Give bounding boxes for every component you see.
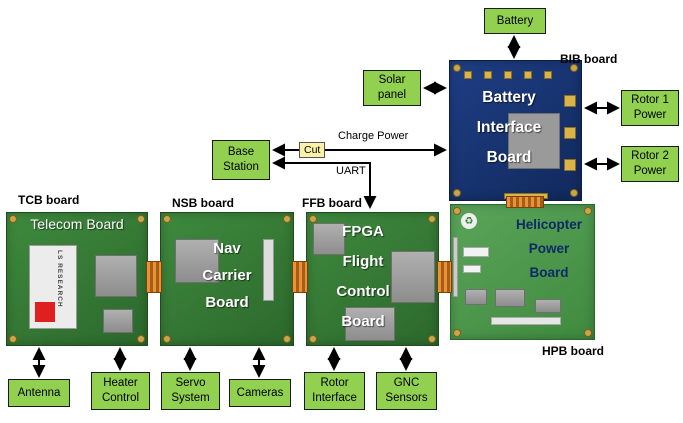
mounting-hole: [453, 329, 461, 337]
tcb-radio-module-label: LS RESEARCH: [56, 250, 63, 308]
mounting-hole: [453, 207, 461, 215]
hpb-board-title: Helicopter Power Board: [515, 217, 583, 280]
mounting-hole: [309, 215, 317, 223]
mounting-hole: [137, 335, 145, 343]
flex-cable-tcb-nsb: [146, 261, 162, 293]
gold-pad: [564, 127, 576, 139]
mounting-hole: [163, 335, 171, 343]
bib-board: Battery Interface Board: [449, 60, 582, 201]
cameras-box: Cameras: [229, 379, 291, 407]
rotor1-power-box: Rotor 1 Power: [621, 90, 679, 126]
tcb-board-label: TCB board: [18, 193, 80, 207]
gold-pad: [524, 71, 532, 79]
tcb-board-title: Telecom Board: [30, 216, 124, 232]
mounting-hole: [428, 335, 436, 343]
gold-pad: [564, 159, 576, 171]
gnc-sensors-box: GNC Sensors: [376, 372, 437, 410]
mounting-hole: [283, 335, 291, 343]
tcb-chip-large: [95, 255, 137, 297]
ffb-chip-2: [391, 251, 435, 303]
hpb-chip-2: [495, 289, 525, 307]
mounting-hole: [9, 335, 17, 343]
mounting-hole: [570, 64, 578, 72]
tcb-red-square: [35, 302, 55, 322]
mounting-hole: [283, 215, 291, 223]
cut-label: Cut: [299, 142, 326, 158]
bib-board-label: BIB board: [560, 52, 618, 66]
mounting-hole: [9, 215, 17, 223]
bib-shield: [508, 113, 560, 169]
battery-box: Battery: [484, 8, 546, 34]
ffb-chip-1: [313, 223, 345, 255]
hpb-chip-3: [535, 299, 561, 313]
mounting-hole: [428, 215, 436, 223]
hpb-edge-connector: [453, 237, 458, 297]
tcb-radio-module: LS RESEARCH: [29, 245, 77, 329]
hpb-board: ♻ Helicopter Power Board: [450, 204, 595, 340]
flex-cable-ffb-hpb: [437, 261, 452, 293]
bib-board-title: Battery Interface Board: [476, 89, 542, 166]
hpb-board-label: HPB board: [542, 344, 605, 358]
hpb-component: [463, 247, 489, 257]
rotor-interface-box: Rotor Interface: [304, 372, 365, 410]
ffb-board-label: FFB board: [302, 196, 362, 210]
gold-pad: [484, 71, 492, 79]
flex-cable-nsb-ffb: [292, 261, 308, 293]
mounting-hole: [570, 189, 578, 197]
ffb-board: FPGA Flight Control Board: [306, 212, 439, 346]
rotor2-power-box: Rotor 2 Power: [621, 146, 679, 182]
nsb-board: Nav Carrier Board: [160, 212, 294, 346]
mounting-hole: [584, 207, 592, 215]
mounting-hole: [584, 329, 592, 337]
servo-system-box: Servo System: [161, 372, 220, 410]
hpb-component: [463, 265, 481, 273]
flex-cable-hpb-bib: [506, 196, 544, 208]
recycle-icon: ♻: [461, 213, 477, 229]
gold-pad: [504, 71, 512, 79]
hpb-component-row: [491, 317, 561, 325]
nsb-board-title: Nav Carrier Board: [202, 240, 252, 311]
nsb-connector: [263, 239, 274, 301]
nsb-chip: [175, 239, 219, 283]
mounting-hole: [453, 189, 461, 197]
base-station-box: Base Station: [212, 140, 270, 180]
ffb-board-title: FPGA Flight Control Board: [336, 223, 390, 330]
heater-control-box: Heater Control: [91, 372, 150, 410]
gold-pad: [464, 71, 472, 79]
mounting-hole: [137, 215, 145, 223]
gold-pad: [564, 95, 576, 107]
mounting-hole: [309, 335, 317, 343]
solar-panel-box: Solar panel: [363, 70, 421, 106]
nsb-board-label: NSB board: [172, 196, 235, 210]
mounting-hole: [453, 64, 461, 72]
antenna-box: Antenna: [8, 379, 70, 407]
gold-pad: [544, 71, 552, 79]
tcb-chip-small: [103, 309, 133, 333]
tcb-board: Telecom Board LS RESEARCH: [6, 212, 148, 346]
uart-label: UART: [336, 165, 366, 177]
hpb-chip-1: [465, 289, 487, 305]
charge-power-label: Charge Power: [338, 130, 409, 142]
ffb-chip-3: [345, 307, 395, 341]
mounting-hole: [163, 215, 171, 223]
